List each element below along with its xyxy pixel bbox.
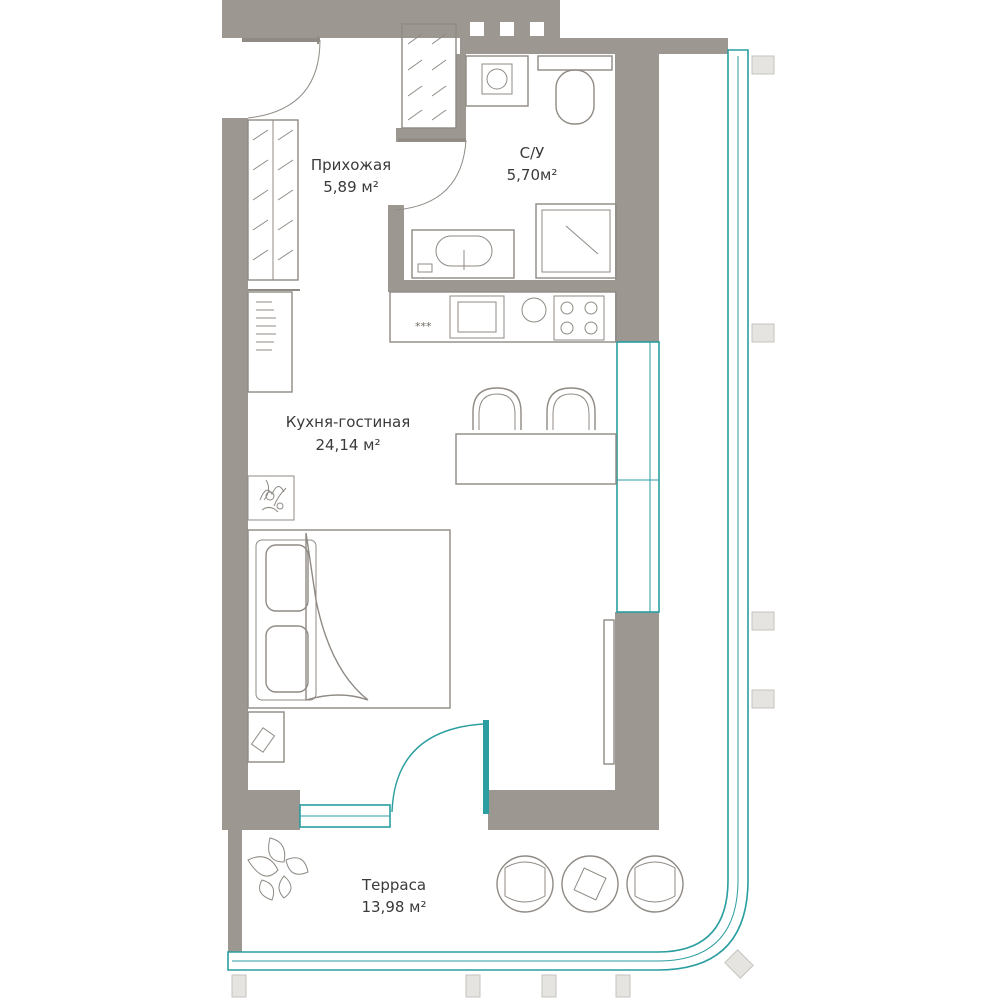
shower-tray [535, 203, 617, 279]
toilet-bowl [555, 69, 595, 125]
bathroom-fixtures [395, 23, 617, 279]
post-5 [724, 949, 754, 979]
kettle [521, 297, 547, 323]
hallway-area: 5,89 м² [323, 178, 379, 196]
blanket [305, 532, 369, 701]
wall-terrace-left [228, 830, 242, 956]
terrace-name: Терраса [361, 876, 426, 894]
post-1 [751, 55, 775, 75]
post-4 [751, 689, 775, 709]
room-labels: Прихожая 5,89 м² С/У 5,70м² Кухня-гостин… [286, 144, 558, 916]
kitchen-counter-body [389, 291, 617, 343]
cooktop [553, 295, 605, 341]
vent-3 [530, 22, 544, 36]
bathroom-name: С/У [520, 144, 545, 162]
wall-top-left-corner [222, 0, 244, 38]
wall-right-upper [615, 54, 659, 342]
wall-left-long [222, 118, 248, 830]
bathroom-sink [411, 229, 515, 279]
post-2 [751, 323, 775, 343]
dining-set [455, 387, 617, 485]
bed-frame [247, 529, 451, 709]
pillow-2 [265, 625, 309, 693]
vent-2 [500, 22, 514, 36]
bar-stool-1 [472, 387, 522, 430]
terrace-table [561, 855, 619, 913]
post-9 [615, 974, 631, 998]
post-8 [541, 974, 557, 998]
railing-right [227, 49, 749, 971]
terrace-door-swing [391, 723, 484, 813]
post-6 [231, 974, 247, 998]
terrace-area: 13,98 м² [361, 898, 426, 916]
window-living [616, 341, 660, 613]
terrace-door-leaf [483, 720, 489, 814]
dining-table [455, 433, 617, 485]
plant-living [247, 475, 295, 521]
walls [222, 0, 728, 956]
bed [247, 529, 451, 709]
stove-indicator: *** [415, 320, 432, 333]
terrace-chair-2 [626, 855, 684, 913]
toilet-tank [537, 55, 613, 71]
bathroom-wardrobe [401, 23, 457, 129]
post-3 [751, 611, 775, 631]
wall-kitchen-back [388, 280, 618, 292]
hallway-wardrobe [247, 119, 300, 393]
wall-bottom-right [488, 790, 659, 830]
washing-machine [465, 55, 529, 107]
kitchen-counter: *** [389, 291, 617, 343]
bar-stool-2 [546, 387, 596, 430]
living-area: 24,14 м² [315, 436, 380, 454]
kitchen-sink [449, 295, 505, 339]
wall-left-bottom [222, 790, 300, 830]
terrace-furniture [496, 855, 684, 913]
post-7 [465, 974, 481, 998]
wall-bathroom-left [388, 205, 404, 285]
nightstand [247, 711, 285, 763]
plant-terrace [247, 837, 309, 901]
terrace-chair-1 [496, 855, 554, 913]
tv-unit [603, 619, 615, 765]
living-name: Кухня-гостиная [286, 413, 410, 431]
vent-1 [470, 22, 484, 36]
terrace-railing [227, 49, 775, 998]
pillow-1 [265, 544, 309, 612]
wall-bathroom-divider [456, 54, 466, 142]
hallway-name: Прихожая [311, 156, 391, 174]
windows [299, 341, 660, 828]
wall-top-right [460, 38, 728, 54]
bathroom-area: 5,70м² [507, 166, 558, 184]
entrance-door [242, 36, 321, 119]
